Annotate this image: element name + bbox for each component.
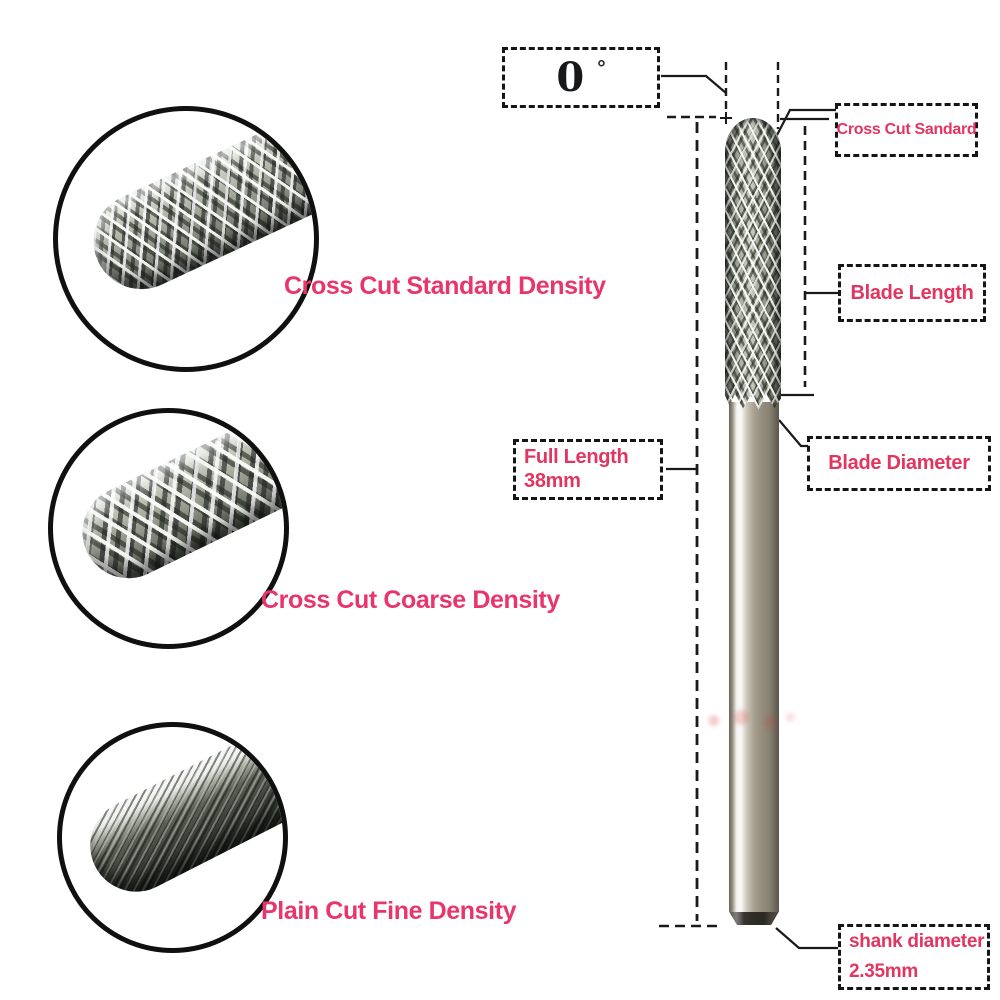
- caption-plain-cut-fine-density: Plain Cut Fine Density: [261, 897, 517, 925]
- inset-plain-cut-fine-photo: [57, 722, 288, 953]
- cross-cut-standard-leader-line: [775, 108, 836, 138]
- burr-closeup-standard: [77, 111, 314, 305]
- full-length-label-box: Full Length 38mm: [513, 439, 663, 500]
- tip-angle-label-box: 0 °: [502, 47, 660, 108]
- inset-cross-cut-standard-photo: [53, 106, 319, 372]
- cross-cut-standard-label: Cross Cut Sandard: [836, 121, 977, 138]
- caption-cross-cut-coarse-density: Cross Cut Coarse Density: [261, 586, 560, 614]
- tip-angle-leader-line: [661, 74, 727, 94]
- full-length-label: Full Length: [524, 446, 629, 468]
- shank-diameter-label-box: shank diameter 2.35mm: [838, 924, 990, 990]
- blade-diameter-leader-line: [778, 419, 808, 448]
- burr-closeup-coarse: [67, 413, 284, 594]
- blade-diameter-label-box: Blade Diameter: [807, 436, 991, 491]
- burr-shank: [729, 402, 779, 925]
- shank-diameter-leader-line: [775, 927, 838, 950]
- shank-diameter-value: 2.35mm: [849, 961, 918, 982]
- full-length-value: 38mm: [524, 470, 581, 492]
- blade-length-label: Blade Length: [850, 281, 974, 304]
- degree-symbol: °: [597, 57, 606, 80]
- blade-diameter-label: Blade Diameter: [828, 452, 970, 474]
- blade-length-label-box: Blade Length: [838, 264, 986, 322]
- caption-cross-cut-standard-density: Cross Cut Standard Density: [284, 272, 606, 300]
- burr-blade-cross-cut: [725, 118, 781, 410]
- cross-cut-standard-label-box: Cross Cut Sandard: [835, 103, 978, 157]
- faint-red-watermark: [700, 703, 798, 735]
- burr-closeup-fine: [74, 727, 283, 908]
- tip-angle-value: 0: [556, 53, 585, 101]
- inset-cross-cut-coarse-photo: [48, 408, 289, 649]
- shank-diameter-label: shank diameter: [849, 931, 985, 952]
